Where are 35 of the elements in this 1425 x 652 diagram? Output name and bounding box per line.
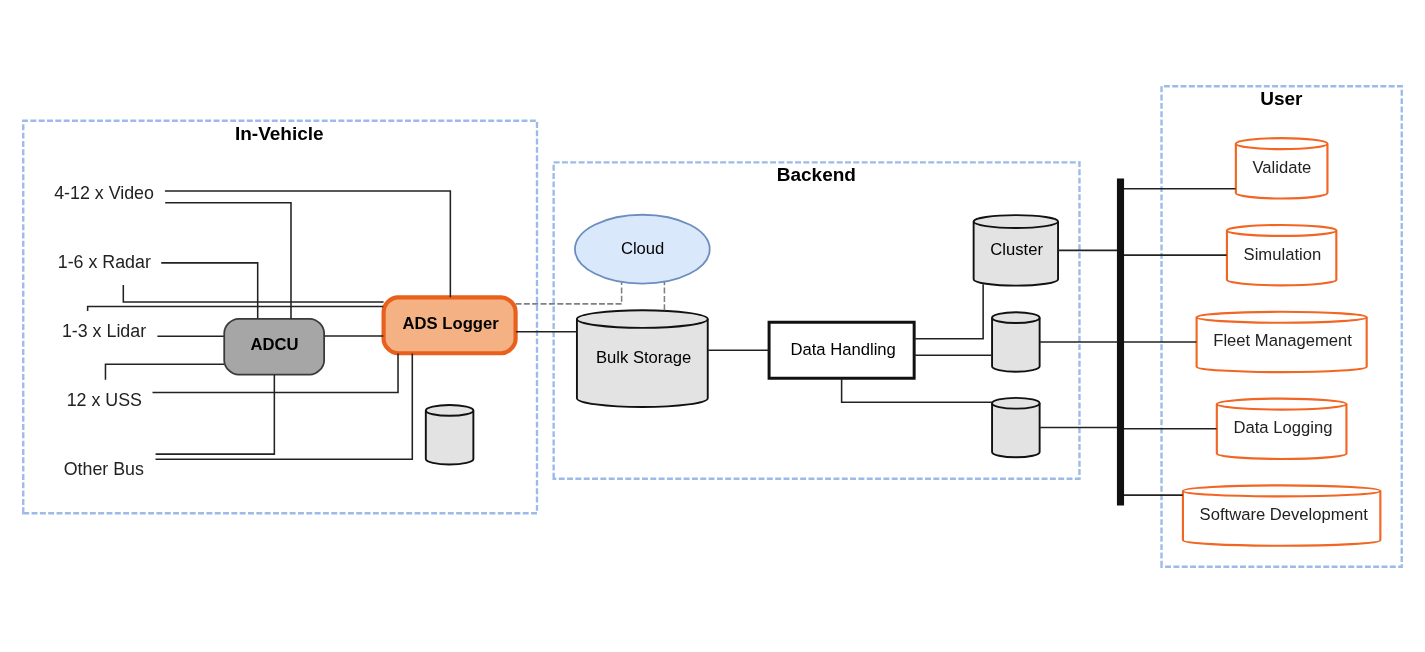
connector — [1123, 427, 1218, 430]
connector — [154, 352, 414, 460]
connector — [840, 377, 993, 403]
connector — [1123, 340, 1198, 343]
connector — [156, 335, 225, 337]
connector — [663, 280, 666, 311]
node-text: 12 x USS — [66, 389, 142, 410]
node-ellipse: Cloud — [574, 213, 711, 285]
node-text: Other Bus — [63, 458, 144, 479]
connector — [164, 189, 452, 298]
connector — [323, 334, 385, 337]
node-box: Data Handling — [767, 320, 916, 380]
node-text: 4-12 x Video — [54, 182, 154, 203]
node-text: 1-3 x Lidar — [61, 320, 147, 341]
connector — [913, 283, 984, 340]
node-box: ADCU — [223, 317, 325, 376]
node-box: ADS Logger — [381, 294, 518, 355]
connector — [1039, 426, 1119, 428]
connector — [151, 352, 399, 393]
connector — [122, 283, 385, 303]
connector — [1123, 187, 1237, 190]
connector — [164, 201, 292, 319]
connector — [1039, 340, 1119, 343]
connector — [913, 353, 993, 356]
node-bar — [1116, 177, 1125, 505]
connector — [1123, 253, 1228, 256]
connector — [514, 281, 623, 305]
connector — [86, 305, 384, 312]
connector — [154, 373, 276, 455]
connector — [1123, 493, 1184, 496]
connector — [160, 261, 259, 319]
connector — [1057, 249, 1118, 251]
connector — [707, 349, 770, 351]
connector — [515, 330, 578, 333]
node-text: 1-6 x Radar — [57, 251, 151, 272]
